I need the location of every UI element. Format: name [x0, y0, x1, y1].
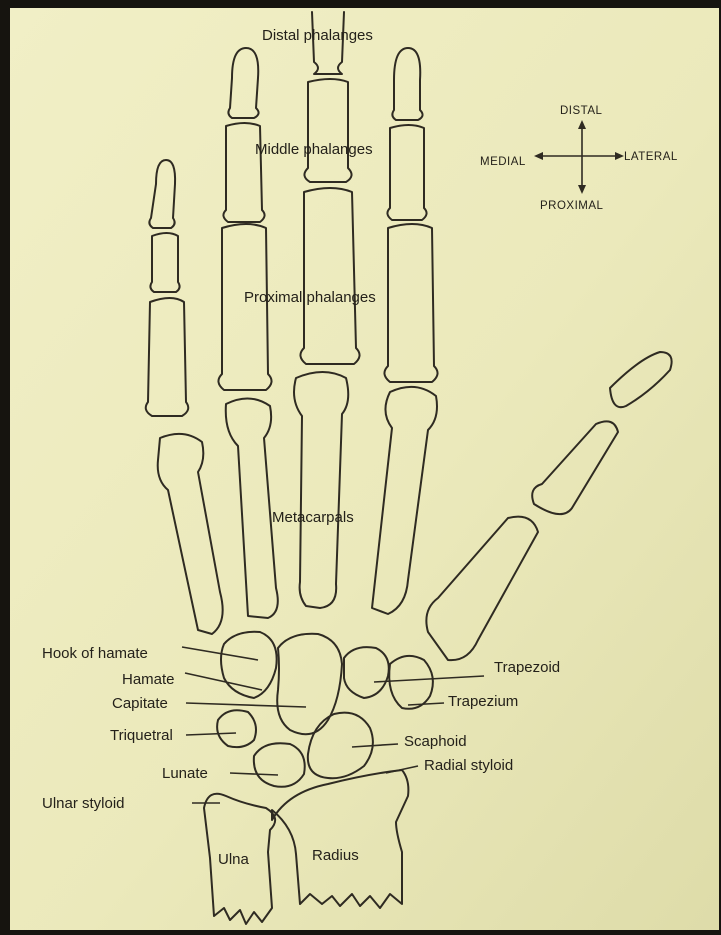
- compass-proximal: PROXIMAL: [540, 200, 604, 212]
- label-triquetral: Triquetral: [110, 727, 173, 744]
- compass-distal: DISTAL: [560, 105, 603, 117]
- label-radius: Radius: [312, 847, 359, 864]
- label-distal-phalanges: Distal phalanges: [262, 27, 373, 44]
- label-hook-of-hamate: Hook of hamate: [42, 645, 148, 662]
- label-trapezoid: Trapezoid: [494, 659, 560, 676]
- label-ulnar-styloid: Ulnar styloid: [42, 795, 125, 812]
- label-hamate: Hamate: [122, 671, 175, 688]
- label-middle-phalanges: Middle phalanges: [255, 141, 373, 158]
- label-proximal-phalanges: Proximal phalanges: [244, 289, 376, 306]
- hand-skeleton-diagram: Distal phalanges Middle phalanges Proxim…: [10, 8, 719, 930]
- label-metacarpals: Metacarpals: [272, 509, 354, 526]
- label-ulna: Ulna: [218, 851, 250, 868]
- label-radial-styloid: Radial styloid: [424, 757, 513, 774]
- label-trapezium: Trapezium: [448, 693, 518, 710]
- compass-lateral: LATERAL: [624, 151, 678, 163]
- label-capitate: Capitate: [112, 695, 168, 712]
- compass-medial: MEDIAL: [480, 156, 526, 168]
- label-scaphoid: Scaphoid: [404, 733, 467, 750]
- label-lunate: Lunate: [162, 765, 208, 782]
